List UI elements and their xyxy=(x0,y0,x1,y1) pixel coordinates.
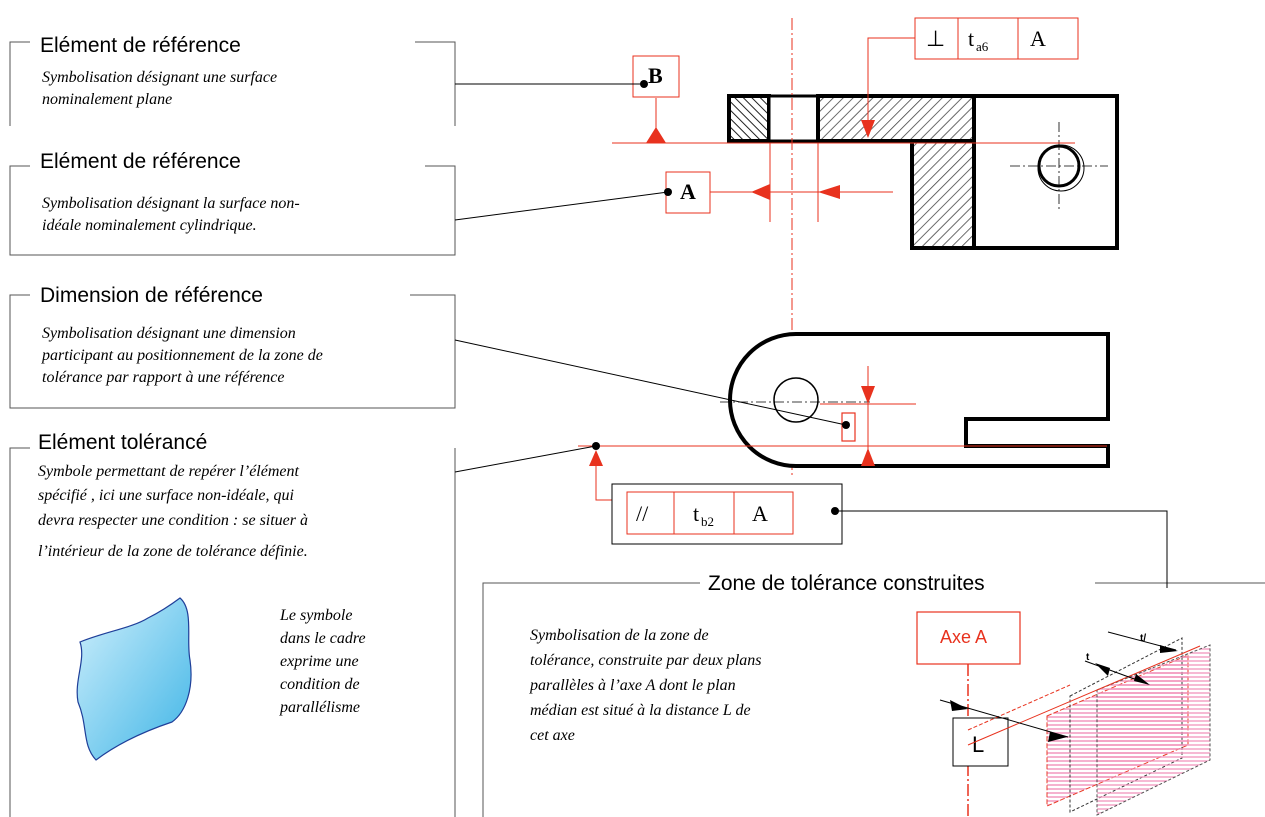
datum-triangle-b xyxy=(646,127,666,143)
datum-letter: A xyxy=(680,179,696,204)
zone-t-label: t xyxy=(1086,652,1090,663)
part-front-view xyxy=(720,332,1110,468)
panel-text-line: Symbolisation désignant une surface xyxy=(42,69,277,86)
panel-text-line: tolérance, construite par deux plans xyxy=(530,652,762,669)
panel-text-line: médian est situé à la distance L de xyxy=(530,702,751,719)
parallel-symbol: // xyxy=(636,501,649,526)
feature-control-frame-parallelism: // t b2 A xyxy=(611,483,1168,588)
panel-text-line: l’intérieur de la zone de tolérance défi… xyxy=(38,543,308,560)
panel-text-line: Symbolisation de la zone de xyxy=(530,627,709,644)
panel-text-line: idéale nominalement cylindrique. xyxy=(42,217,257,234)
tolerance-value: t xyxy=(968,26,974,51)
symbol-note-line: parallélisme xyxy=(279,699,360,716)
symbol-note-line: dans le cadre xyxy=(280,630,366,647)
non-ideal-surface-icon xyxy=(76,597,192,761)
panel-title: Dimension de référence xyxy=(40,284,263,307)
zone-t2-label: t/ xyxy=(1140,633,1146,644)
arrow-right xyxy=(818,185,840,199)
panel-text-line: Symbole permettant de repérer l’élément xyxy=(38,463,300,480)
panel-toleranced-element: Elément tolérancé Symbole permettant de … xyxy=(9,431,456,817)
panel-text-line: nominalement plane xyxy=(42,91,172,108)
symbol-note-line: exprime une xyxy=(280,653,359,670)
arrow-left xyxy=(751,184,770,200)
tolerance-subscript: a6 xyxy=(976,39,989,54)
datum-letter: B xyxy=(648,63,663,88)
part-top-view xyxy=(727,94,1119,250)
datum-reference: A xyxy=(752,501,768,526)
panel-title: Zone de tolérance construites xyxy=(708,572,985,595)
datum-box-a: A xyxy=(454,171,711,221)
panel-text-line: Symbolisation désignant la surface non- xyxy=(42,195,300,212)
panel-reference-cylinder: Elément de référence Symbolisation désig… xyxy=(9,150,456,256)
panel-text-line: tolérance par rapport à une référence xyxy=(42,369,284,386)
panel-text-line: cet axe xyxy=(530,727,575,744)
perpendicular-symbol: ⊥ xyxy=(926,26,945,51)
panel-tolerance-zone: Zone de tolérance construites Symbolisat… xyxy=(482,572,1265,817)
leader-arrow xyxy=(861,120,875,138)
annotations-top xyxy=(612,37,1075,222)
panel-title: Elément de référence xyxy=(40,150,241,173)
panel-title: Elément de référence xyxy=(40,34,241,57)
datum-box-b: B xyxy=(455,55,680,98)
axis-a-box xyxy=(916,611,1021,665)
panel-title: Elément tolérancé xyxy=(38,431,207,454)
panel-reference-plane: Elément de référence Symbolisation désig… xyxy=(9,34,456,126)
symbol-note-line: condition de xyxy=(280,676,360,693)
symbol-note-line: Le symbole xyxy=(279,607,352,624)
annotations-front xyxy=(454,339,1107,501)
tolerance-subscript: b2 xyxy=(701,514,714,529)
panel-text-line: devra respecter une condition : se situe… xyxy=(38,512,308,529)
tolerance-zone-figure: Axe A L t t/ xyxy=(916,611,1211,817)
datum-reference: A xyxy=(1030,26,1046,51)
panel-text-line: Symbolisation désignant une dimension xyxy=(42,325,296,342)
panel-text-line: participant au positionnement de la zone… xyxy=(41,347,323,364)
panel-reference-dimension: Dimension de référence Symbolisation dés… xyxy=(9,284,456,409)
distance-l-box xyxy=(952,717,1009,767)
axis-a-label: Axe A xyxy=(940,627,987,647)
panel-text-line: spécifié , ici une surface non-idéale, q… xyxy=(38,487,294,504)
feature-control-frame-perpendicularity: ⊥ t a6 A xyxy=(914,17,1079,60)
panel-text-line: parallèles à l’axe A dont le plan xyxy=(529,677,736,694)
tolerance-value: t xyxy=(693,501,699,526)
distance-l-label: L xyxy=(972,732,984,757)
